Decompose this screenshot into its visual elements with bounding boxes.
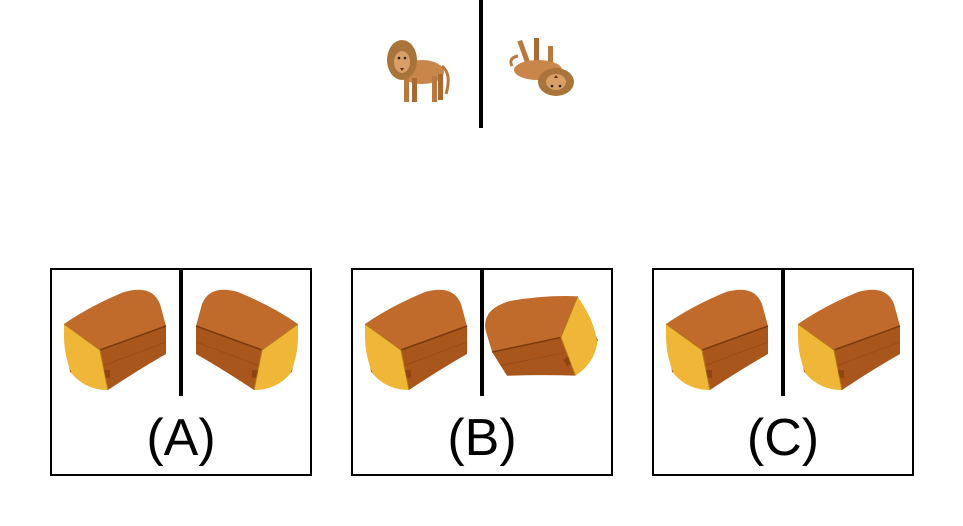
option-b-box[interactable]: (B) — [351, 266, 614, 476]
chest-icon — [794, 286, 904, 396]
reference-pair — [360, 0, 600, 130]
option-c-box[interactable]: (C) — [652, 268, 914, 476]
option-a-label: (A) — [146, 409, 216, 467]
option-a-box[interactable]: (A) — [50, 268, 312, 476]
option-b-divider — [480, 270, 484, 396]
chest-icon — [361, 286, 471, 396]
lion-standing-icon — [380, 34, 450, 106]
chest-tilted-icon — [472, 266, 614, 408]
option-c-label: (C) — [746, 409, 820, 467]
option-a-divider — [179, 270, 183, 396]
option-c-divider — [781, 270, 785, 396]
chest-mirrored-icon — [192, 286, 302, 396]
chest-icon — [60, 286, 170, 396]
reference-divider — [479, 0, 483, 128]
lion-rotated-icon — [508, 36, 580, 100]
chest-icon — [662, 286, 772, 396]
option-b-label: (B) — [447, 409, 517, 467]
